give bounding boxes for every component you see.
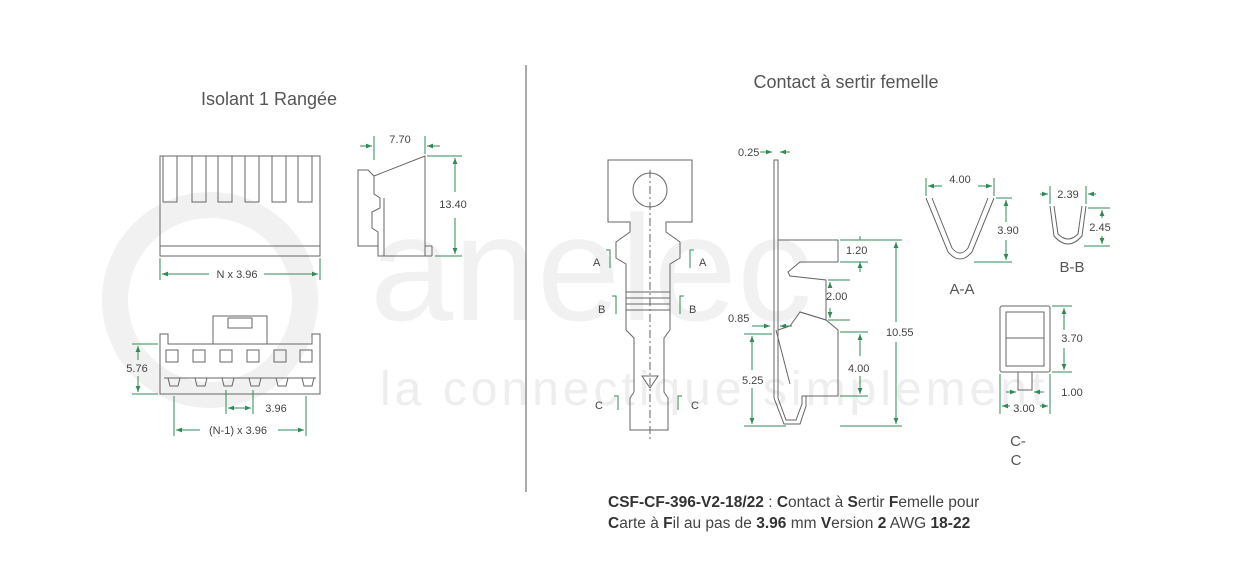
- right-title: Contact à sertir femelle: [753, 72, 938, 92]
- dim-cc-w: 3.00: [1013, 403, 1034, 415]
- dim-t: 0.25: [738, 147, 759, 159]
- dim-d1: 1.20: [846, 245, 867, 257]
- desc-part-3-text: emelle pour: [898, 494, 980, 511]
- dim-aa-h: 3.90: [997, 225, 1018, 237]
- dim-front-height: 5.76: [126, 363, 147, 375]
- desc-part-2-text: ertir: [857, 494, 889, 511]
- desc-part-4-text: arte à: [619, 515, 664, 532]
- desc-part-9-bold: 18-22: [930, 515, 971, 532]
- desc-part-5-bold: F: [663, 515, 673, 532]
- desc-part-3-bold: F: [888, 494, 899, 511]
- desc-part-5-text: il au pas de: [672, 515, 757, 532]
- desc-part-6-bold: 3.96: [756, 515, 787, 532]
- insulator-top-view: [159, 155, 321, 257]
- desc-part-8-bold: 2: [877, 515, 887, 532]
- contact-side-view: [773, 159, 839, 425]
- dim-d6: 5.25: [742, 375, 763, 387]
- mark-c-right: C: [691, 400, 699, 412]
- mark-a-left: A: [593, 257, 601, 269]
- dim-d2: 2.00: [826, 291, 847, 303]
- dim-d3: 0.85: [728, 313, 749, 325]
- insulator-side-view: [357, 155, 433, 257]
- desc-part-7-bold: V: [820, 515, 832, 532]
- mark-b-left: B: [598, 304, 605, 316]
- section-cc-view: [999, 305, 1051, 391]
- desc-part-1-text: ontact à: [788, 494, 848, 511]
- label-section-cc-line2: C: [1011, 452, 1022, 469]
- dim-pitch: 3.96: [265, 403, 286, 415]
- contact-front-view: [607, 159, 693, 440]
- dim-d5: 4.00: [848, 363, 869, 375]
- mark-c-left: C: [595, 400, 603, 412]
- left-title: Isolant 1 Rangée: [201, 89, 337, 109]
- dim-total: (N-1) x 3.96: [209, 425, 267, 437]
- desc-sep: :: [763, 494, 777, 511]
- insulator-front-view: [159, 315, 321, 395]
- desc-part-7-text: ersion: [831, 515, 878, 532]
- desc-part-2-bold: S: [847, 494, 858, 511]
- dim-aa-w: 4.00: [949, 174, 970, 186]
- dim-width: N x 3.96: [217, 269, 258, 281]
- dim-bb-h: 2.45: [1089, 222, 1110, 234]
- dim-height: 13.40: [439, 199, 467, 211]
- product-description: CSF-CF-396-V2-18/22 : Contact à Sertir F…: [608, 492, 1128, 534]
- product-code: CSF-CF-396-V2-18/22: [608, 494, 764, 511]
- dim-cc-t: 1.00: [1061, 387, 1082, 399]
- watermark-logo-circle: [102, 192, 318, 408]
- section-bb-view: [1049, 205, 1087, 245]
- mark-a-right: A: [699, 257, 707, 269]
- watermark-brand: anelec: [370, 184, 812, 352]
- dim-bb-w: 2.39: [1057, 189, 1078, 201]
- mark-b-right: B: [689, 304, 696, 316]
- desc-part-4-bold: C: [608, 515, 620, 532]
- label-section-bb: B-B: [1059, 259, 1084, 276]
- desc-part-1-bold: C: [776, 494, 789, 511]
- watermark-tagline: la connectique simplement: [380, 363, 1048, 416]
- dim-depth: 7.70: [389, 134, 410, 146]
- section-aa-view: [925, 197, 995, 260]
- dim-cc-h: 3.70: [1061, 333, 1082, 345]
- desc-part-8-text: AWG: [886, 515, 931, 532]
- label-section-cc-line1: C-: [1010, 433, 1026, 450]
- dim-d4: 10.55: [886, 327, 914, 339]
- desc-part-6-text: mm: [786, 515, 821, 532]
- label-section-aa: A-A: [949, 281, 974, 298]
